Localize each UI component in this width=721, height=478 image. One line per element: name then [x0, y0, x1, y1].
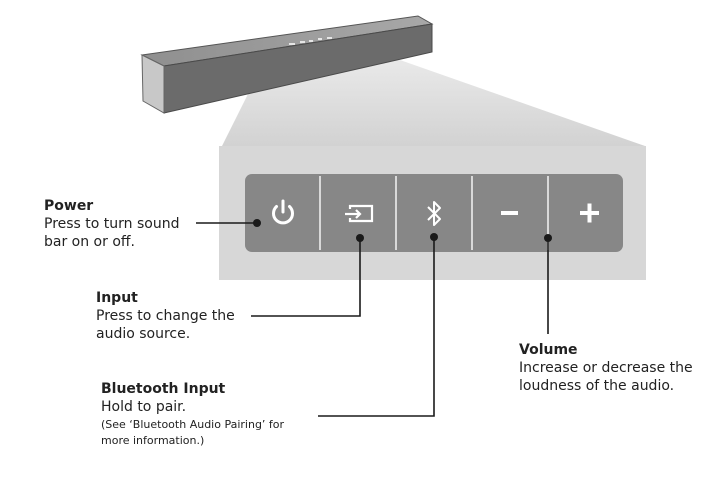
leader-dots — [253, 219, 552, 242]
power-title: Power — [44, 198, 94, 214]
plus-icon — [580, 203, 599, 223]
bluetooth-button[interactable] — [397, 174, 472, 252]
input-dot — [356, 234, 364, 242]
zoom-beam — [222, 60, 645, 146]
power-icon — [272, 199, 294, 225]
power-desc-line2: bar on or off. — [44, 234, 135, 250]
input-desc-line2: audio source. — [96, 326, 191, 342]
volume-down-button[interactable] — [473, 174, 548, 252]
bluetooth-dot — [430, 233, 438, 241]
minus-icon — [501, 211, 518, 215]
input-source-icon — [345, 204, 374, 223]
input-title: Input — [96, 290, 138, 306]
power-callout: Power Press to turn sound bar on or off. — [44, 198, 180, 251]
input-callout: Input Press to change the audio source. — [96, 290, 235, 343]
bluetooth-icon — [427, 201, 441, 226]
input-button[interactable] — [321, 174, 396, 252]
bluetooth-desc: Hold to pair. — [101, 399, 187, 415]
power-dot — [253, 219, 261, 227]
input-leader — [251, 238, 361, 317]
sound-bar-button-dots — [289, 37, 332, 45]
volume-desc-line2: loudness of the audio. — [519, 378, 675, 394]
bluetooth-note-line2: more information.) — [101, 434, 205, 447]
volume-desc-line1: Increase or decrease the — [519, 360, 693, 376]
power-button[interactable] — [245, 174, 320, 252]
bluetooth-title: Bluetooth Input — [101, 381, 226, 397]
sound-bar — [140, 15, 434, 114]
volume-up-button[interactable] — [549, 174, 623, 252]
volume-title: Volume — [519, 342, 578, 358]
volume-callout: Volume Increase or decrease the loudness… — [519, 342, 693, 395]
sound-bar-end — [141, 54, 165, 114]
bluetooth-callout: Bluetooth Input Hold to pair. (See ‘Blue… — [101, 381, 284, 448]
power-desc-line1: Press to turn sound — [44, 216, 180, 232]
volume-dot — [544, 234, 552, 242]
bluetooth-leader — [318, 237, 435, 417]
bluetooth-note-line1: (See ‘Bluetooth Audio Pairing’ for — [101, 418, 285, 431]
leader-lines — [196, 222, 549, 417]
input-desc-line1: Press to change the — [96, 308, 235, 324]
